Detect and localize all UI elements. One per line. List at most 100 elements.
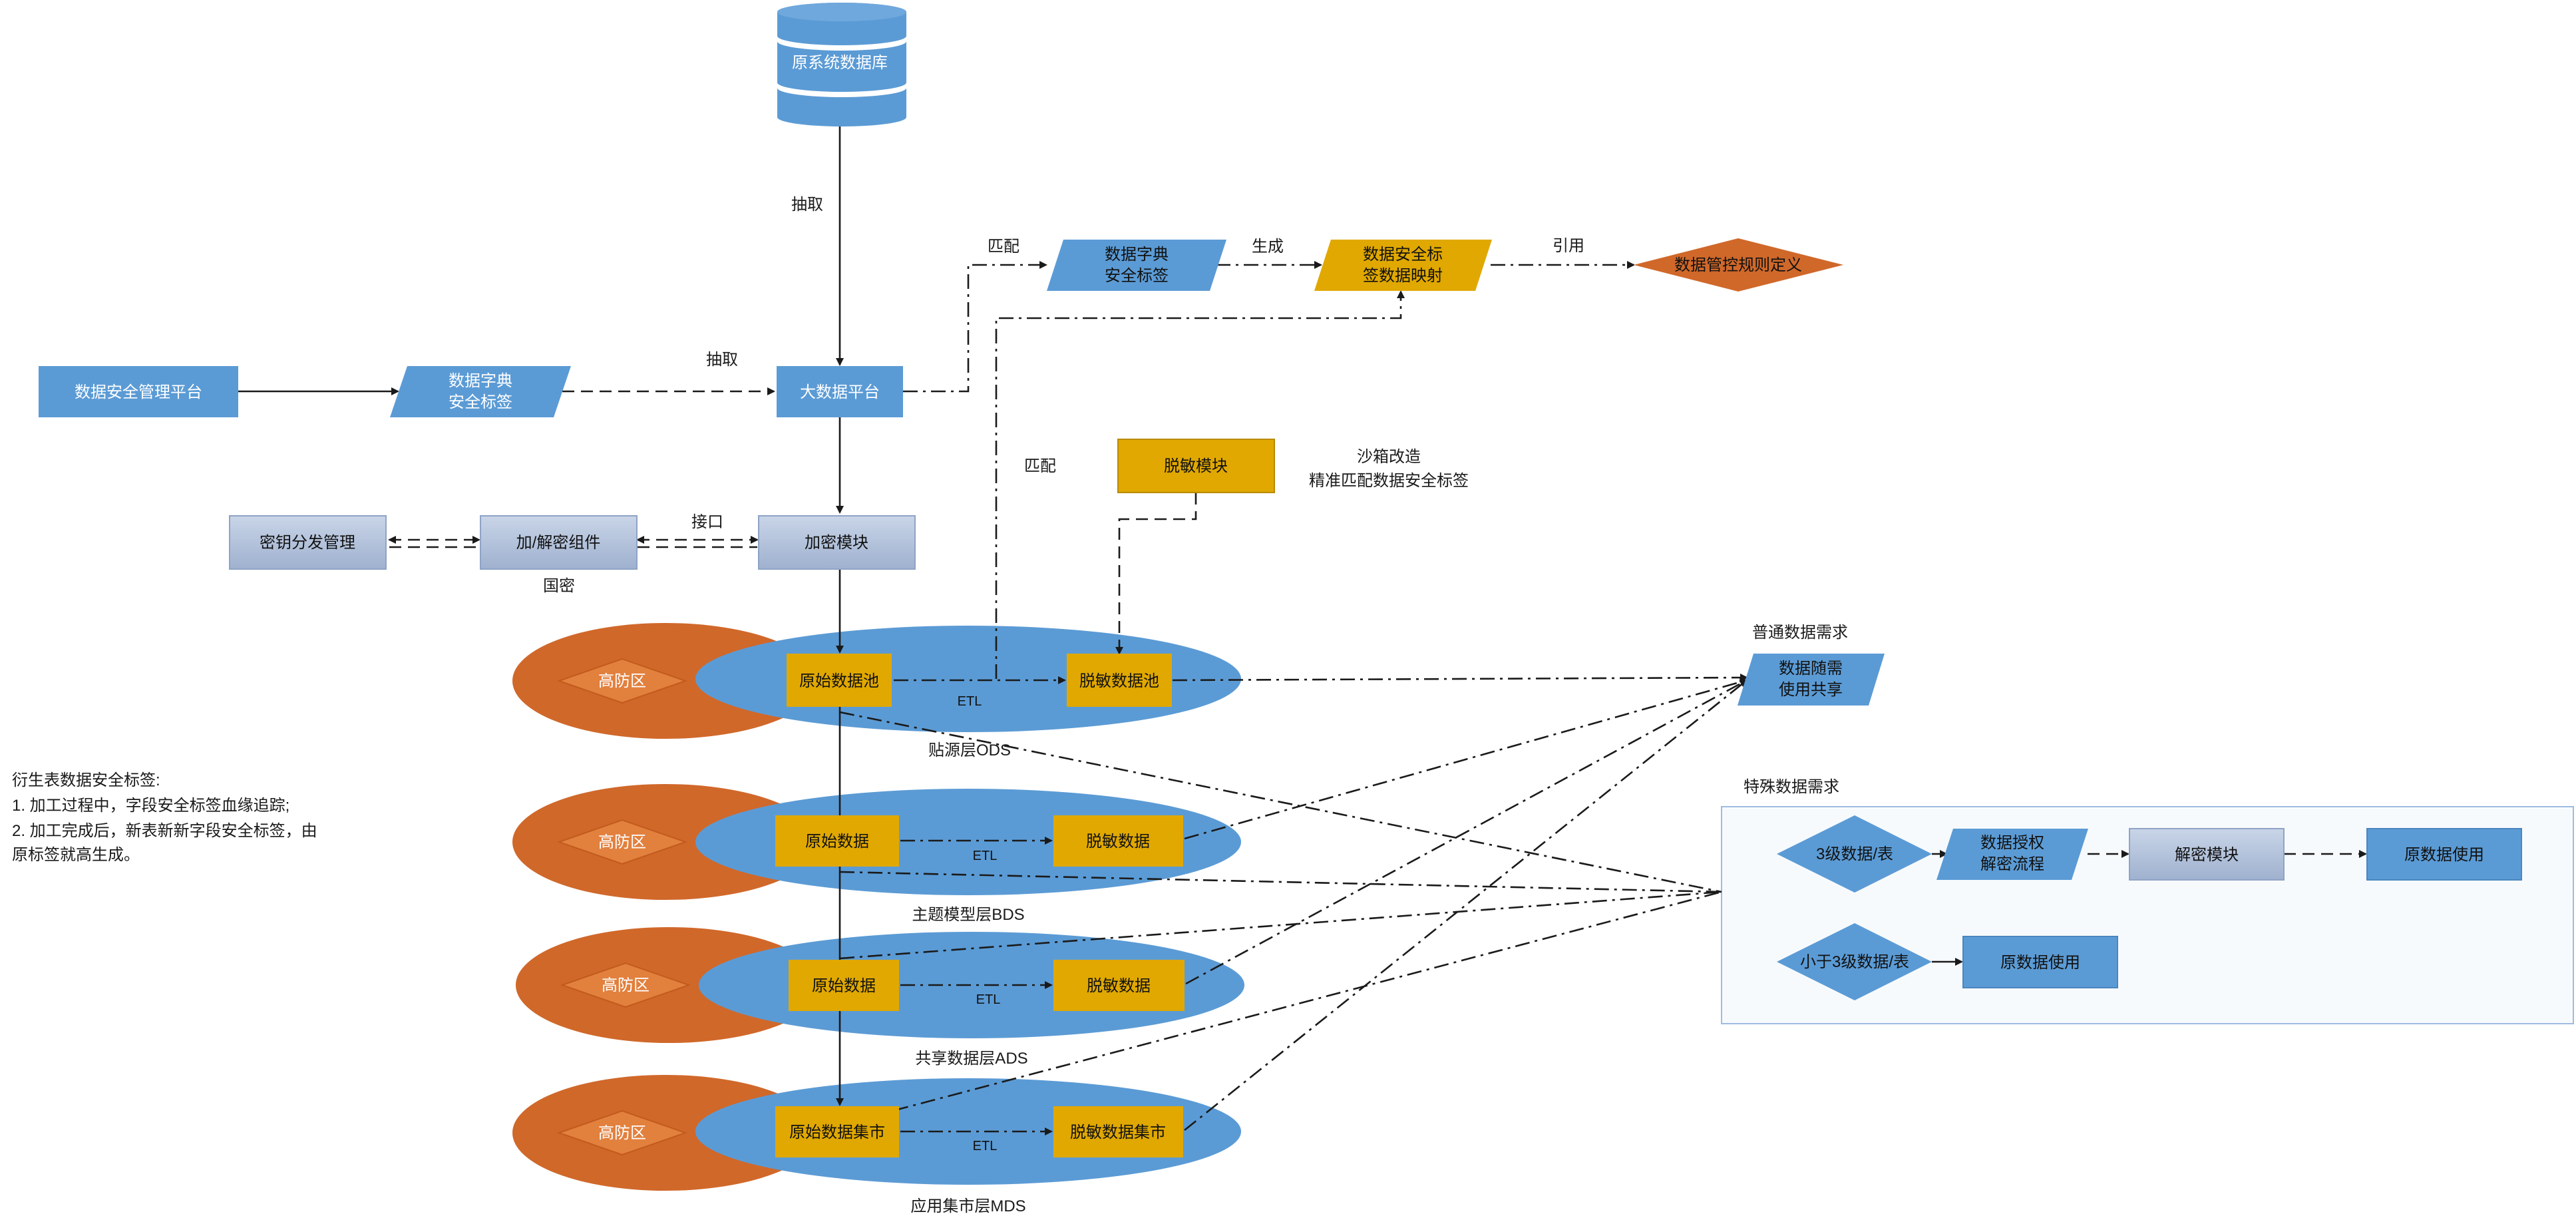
note-line3: 2. 加工完成后，新表新新字段安全标签，由 <box>12 822 317 840</box>
highdef-label-bds: 高防区 <box>598 833 646 851</box>
highdef-diamond-ods: 高防区 <box>556 658 688 704</box>
level3-diamond: 3级数据/表 <box>1777 815 1932 893</box>
raw-use-2-box: 原数据使用 <box>1962 936 2118 988</box>
dict-label-left-line2: 安全标签 <box>449 393 512 411</box>
dict-label-left-box: 数据字典 安全标签 <box>390 366 571 417</box>
below-level3-label: 小于3级数据/表 <box>1800 953 1909 971</box>
label-guomi: 国密 <box>543 577 575 595</box>
auth-flow-line2: 解密流程 <box>1980 855 2044 873</box>
crypto-component-box: 加/解密组件 <box>480 515 638 570</box>
raw-mart-label: 原始数据集市 <box>789 1124 885 1141</box>
label-reference: 引用 <box>1553 237 1584 255</box>
source-database-icon: 原系统数据库 <box>776 3 908 126</box>
arrow-bds-special <box>839 871 1722 893</box>
label-normal-demand: 普通数据需求 <box>1752 624 1848 642</box>
highdef-label-ads: 高防区 <box>602 976 649 994</box>
dict-label-top-box: 数据字典 安全标签 <box>1047 240 1226 291</box>
security-platform-label: 数据安全管理平台 <box>75 383 202 401</box>
label-match-pool: 匹配 <box>1024 457 1056 475</box>
highdef-label-mds: 高防区 <box>598 1124 646 1142</box>
arrow-desens-module <box>1115 493 1197 655</box>
label-extract-dict: 抽取 <box>706 351 738 369</box>
arrow-match-pool <box>995 290 1405 679</box>
source-db-label: 原系统数据库 <box>792 54 888 72</box>
note-line2: 1. 加工过程中，字段安全标签血缘追踪; <box>12 797 289 815</box>
desens-mart-box: 脱敏数据集市 <box>1053 1106 1183 1157</box>
desens-mart-label: 脱敏数据集市 <box>1070 1124 1166 1141</box>
raw-mart-box: 原始数据集市 <box>775 1106 899 1157</box>
raw-pool-box: 原始数据池 <box>787 654 892 707</box>
etl-label-mds: ETL <box>973 1139 998 1153</box>
layer-label-ads: 共享数据层ADS <box>915 1050 1027 1068</box>
highdef-diamond-bds: 高防区 <box>556 819 688 865</box>
raw-data-bds-box: 原始数据 <box>775 815 899 867</box>
decrypt-module-box: 解密模块 <box>2129 828 2285 881</box>
auth-flow-box: 数据授权 解密流程 <box>1936 829 2088 880</box>
key-management-box: 密钥分发管理 <box>229 515 387 570</box>
key-management-label: 密钥分发管理 <box>260 534 355 552</box>
desens-pool-label: 脱敏数据池 <box>1079 672 1159 690</box>
label-mapping-line2: 签数据映射 <box>1363 267 1443 285</box>
raw-data-ads-box: 原始数据 <box>789 960 899 1011</box>
desens-data-bds-label: 脱敏数据 <box>1086 833 1150 851</box>
layer-label-mds: 应用集市层MDS <box>910 1197 1025 1215</box>
encrypt-module-label: 加密模块 <box>805 534 868 552</box>
label-match-top: 匹配 <box>988 238 1019 256</box>
raw-pool-label: 原始数据池 <box>799 672 879 690</box>
dict-label-top-line2: 安全标签 <box>1105 267 1169 285</box>
desens-module-label: 脱敏模块 <box>1164 457 1228 475</box>
layer-label-bds: 主题模型层BDS <box>912 906 1024 924</box>
raw-use-2-label: 原数据使用 <box>2000 954 2080 972</box>
desens-data-bds-box: 脱敏数据 <box>1053 815 1183 867</box>
decrypt-module-label: 解密模块 <box>2175 846 2239 864</box>
label-mapping-line1: 数据安全标 <box>1363 246 1443 264</box>
arrow-pool-share <box>1172 674 1748 682</box>
bigdata-platform-label: 大数据平台 <box>800 383 880 401</box>
layer-label-ods: 贴源层ODS <box>928 741 1011 759</box>
raw-data-ads-label: 原始数据 <box>812 977 876 995</box>
arrow-ods-special <box>839 711 1722 893</box>
arrow-bds-share <box>1184 678 1748 840</box>
raw-use-1-label: 原数据使用 <box>2404 846 2484 864</box>
label-generate: 生成 <box>1252 238 1284 256</box>
etl-label-ods: ETL <box>958 694 982 709</box>
level3-label: 3级数据/表 <box>1816 845 1893 863</box>
share-line1: 数据随需 <box>1779 660 1843 678</box>
crypto-component-label: 加/解密组件 <box>516 534 601 552</box>
desens-data-ads-label: 脱敏数据 <box>1087 977 1151 995</box>
bigdata-platform-box: 大数据平台 <box>777 366 903 417</box>
arrow-match-dict <box>903 261 1047 393</box>
label-sandbox-line2: 精准匹配数据安全标签 <box>1309 472 1469 490</box>
auth-flow-line1: 数据授权 <box>1980 834 2044 852</box>
encrypt-module-box: 加密模块 <box>758 515 916 570</box>
label-mapping-box: 数据安全标 签数据映射 <box>1314 240 1492 291</box>
dict-label-top-line1: 数据字典 <box>1105 246 1169 264</box>
etl-label-ads: ETL <box>976 992 1001 1007</box>
arrow-ads-special <box>839 891 1722 960</box>
share-box: 数据随需 使用共享 <box>1738 654 1885 706</box>
desens-pool-box: 脱敏数据池 <box>1067 654 1172 707</box>
label-special-demand: 特殊数据需求 <box>1744 778 1839 796</box>
label-extract-db: 抽取 <box>791 196 823 214</box>
desens-module-box: 脱敏模块 <box>1117 439 1275 493</box>
rule-definition-label: 数据管控规则定义 <box>1674 256 1802 274</box>
note-line1: 衍生表数据安全标签: <box>12 771 160 789</box>
raw-use-1-box: 原数据使用 <box>2366 828 2522 881</box>
label-interface: 接口 <box>691 513 723 531</box>
below-level3-diamond: 小于3级数据/表 <box>1777 923 1932 1000</box>
rule-definition-diamond: 数据管控规则定义 <box>1634 238 1843 292</box>
security-platform-box: 数据安全管理平台 <box>39 366 238 417</box>
raw-data-bds-label: 原始数据 <box>805 833 869 851</box>
highdef-label-ods: 高防区 <box>598 672 646 690</box>
etl-label-bds: ETL <box>973 849 998 863</box>
label-sandbox-line1: 沙箱改造 <box>1357 448 1421 466</box>
note-line4: 原标签就高生成。 <box>12 846 140 864</box>
highdef-diamond-mds: 高防区 <box>556 1110 688 1156</box>
ads-layer-ellipse <box>699 932 1244 1038</box>
arrow-mds-special <box>839 891 1722 1126</box>
arrow-ads-share <box>1185 679 1748 985</box>
desens-data-ads-box: 脱敏数据 <box>1053 960 1185 1011</box>
derived-table-note: 衍生表数据安全标签: 1. 加工过程中，字段安全标签血缘追踪; 2. 加工完成后… <box>12 771 317 864</box>
highdef-diamond-ads: 高防区 <box>560 962 691 1008</box>
